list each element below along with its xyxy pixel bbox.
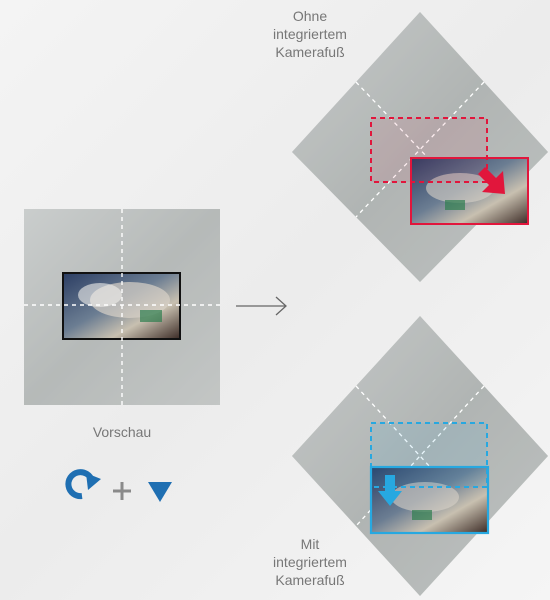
rotated-view-with-foot (292, 316, 548, 596)
rotate-clockwise-icon (65, 469, 101, 500)
diagonal-arrow-icon (478, 167, 505, 194)
bottom-label-line-1: Mit (300, 536, 320, 552)
preview-image (24, 209, 220, 405)
top-label: Ohne integriertem Kamerafuß (250, 7, 370, 61)
long-arrow-right-icon (236, 296, 287, 316)
top-label-line-1: Ohne (292, 8, 328, 24)
bottom-label-line-2: integriertem (273, 554, 347, 570)
top-label-line-3: Kamerafuß (275, 44, 345, 60)
down-arrow-icon (378, 475, 402, 506)
shifted-frame-blue (369, 465, 490, 535)
rotated-view-without-foot (292, 12, 548, 282)
down-triangle-icon (148, 482, 172, 502)
original-frame-red (371, 118, 487, 182)
shifted-frame-red (410, 157, 529, 225)
bottom-label: Mit integriertem Kamerafuß (250, 535, 370, 589)
bottom-label-line-3: Kamerafuß (275, 572, 345, 588)
preview-label: Vorschau (92, 424, 152, 440)
plus-icon (113, 482, 131, 500)
top-label-line-2: integriertem (273, 26, 347, 42)
